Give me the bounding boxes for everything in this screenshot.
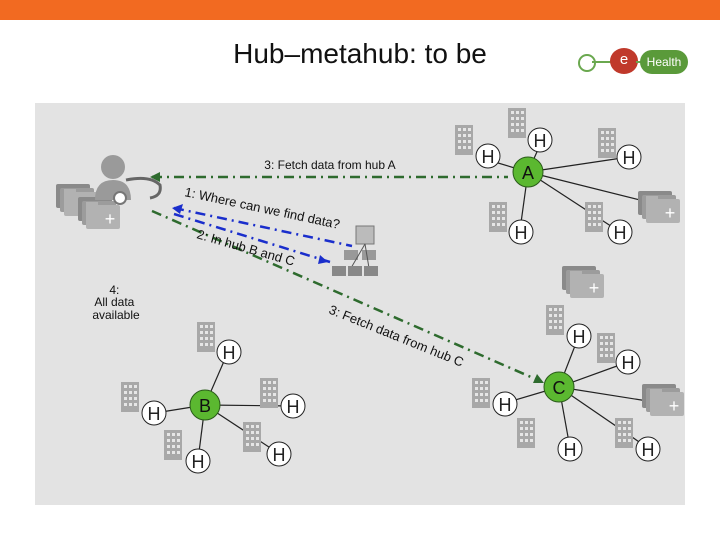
doctor-icon <box>95 155 162 205</box>
hospital-h-icon: H <box>492 391 518 417</box>
arrow-in-hub <box>173 212 331 264</box>
hospital-h-icon: H <box>141 400 167 426</box>
hospital-h-icon: H <box>566 323 592 349</box>
svg-text:H: H <box>273 445 286 465</box>
hub-c: C <box>543 371 575 403</box>
hospital-h-icon: H <box>475 143 501 169</box>
hospital-icons: H H H H H H H H H H H H H H H <box>141 127 661 474</box>
hospital-h-icon: H <box>527 127 553 153</box>
logo-word: Health <box>640 50 688 74</box>
svg-text:H: H <box>622 353 635 373</box>
svg-text:H: H <box>192 452 205 472</box>
label-all-data-available: 4: All data available <box>92 283 140 322</box>
label-where: 1: Where can we find data? <box>183 184 341 232</box>
arrow-fetch-c <box>151 209 544 383</box>
svg-text:H: H <box>564 440 577 460</box>
metahub-servers-icon <box>332 225 378 276</box>
spokes <box>154 144 661 461</box>
hospital-h-icon: H <box>185 448 211 474</box>
hospital-h-icon: H <box>280 393 306 419</box>
label-fetch-c: 3: Fetch data from hub C <box>327 302 466 370</box>
svg-text:H: H <box>287 397 300 417</box>
svg-text:H: H <box>534 131 547 151</box>
hospital-h-icon: H <box>616 144 642 170</box>
svg-text:H: H <box>573 327 586 347</box>
arrow-where <box>172 204 353 248</box>
svg-text:H: H <box>223 343 236 363</box>
hub-a: A <box>512 156 544 188</box>
hospital-h-icon: H <box>635 436 661 462</box>
hospital-h-icon: H <box>557 436 583 462</box>
hospital-h-icon: H <box>266 441 292 467</box>
hub-a-label: A <box>522 163 534 183</box>
label-fetch-a: 3: Fetch data from hub A <box>264 158 395 172</box>
arrow-fetch-a <box>150 172 508 182</box>
slide-title: Hub–metahub: to be <box>233 38 487 69</box>
hospital-h-icon: H <box>508 219 534 245</box>
svg-text:H: H <box>515 223 528 243</box>
hospital-h-icon: H <box>615 349 641 375</box>
ehealth-logo: e Health <box>578 48 688 76</box>
svg-text:H: H <box>499 395 512 415</box>
svg-text:H: H <box>482 147 495 167</box>
diagram-panel <box>35 103 685 505</box>
hub-c-label: C <box>553 378 566 398</box>
top-accent-bar <box>0 0 720 20</box>
logo-letter: e <box>610 48 638 74</box>
hub-b-label: B <box>199 396 211 416</box>
logo-ring-icon <box>578 54 596 72</box>
svg-text:H: H <box>642 440 655 460</box>
hub-b: B <box>189 389 221 421</box>
hospital-h-icon: H <box>607 219 633 245</box>
svg-text:H: H <box>623 148 636 168</box>
hospital-h-icon: H <box>216 339 242 365</box>
svg-text:H: H <box>148 404 161 424</box>
svg-text:H: H <box>614 223 627 243</box>
